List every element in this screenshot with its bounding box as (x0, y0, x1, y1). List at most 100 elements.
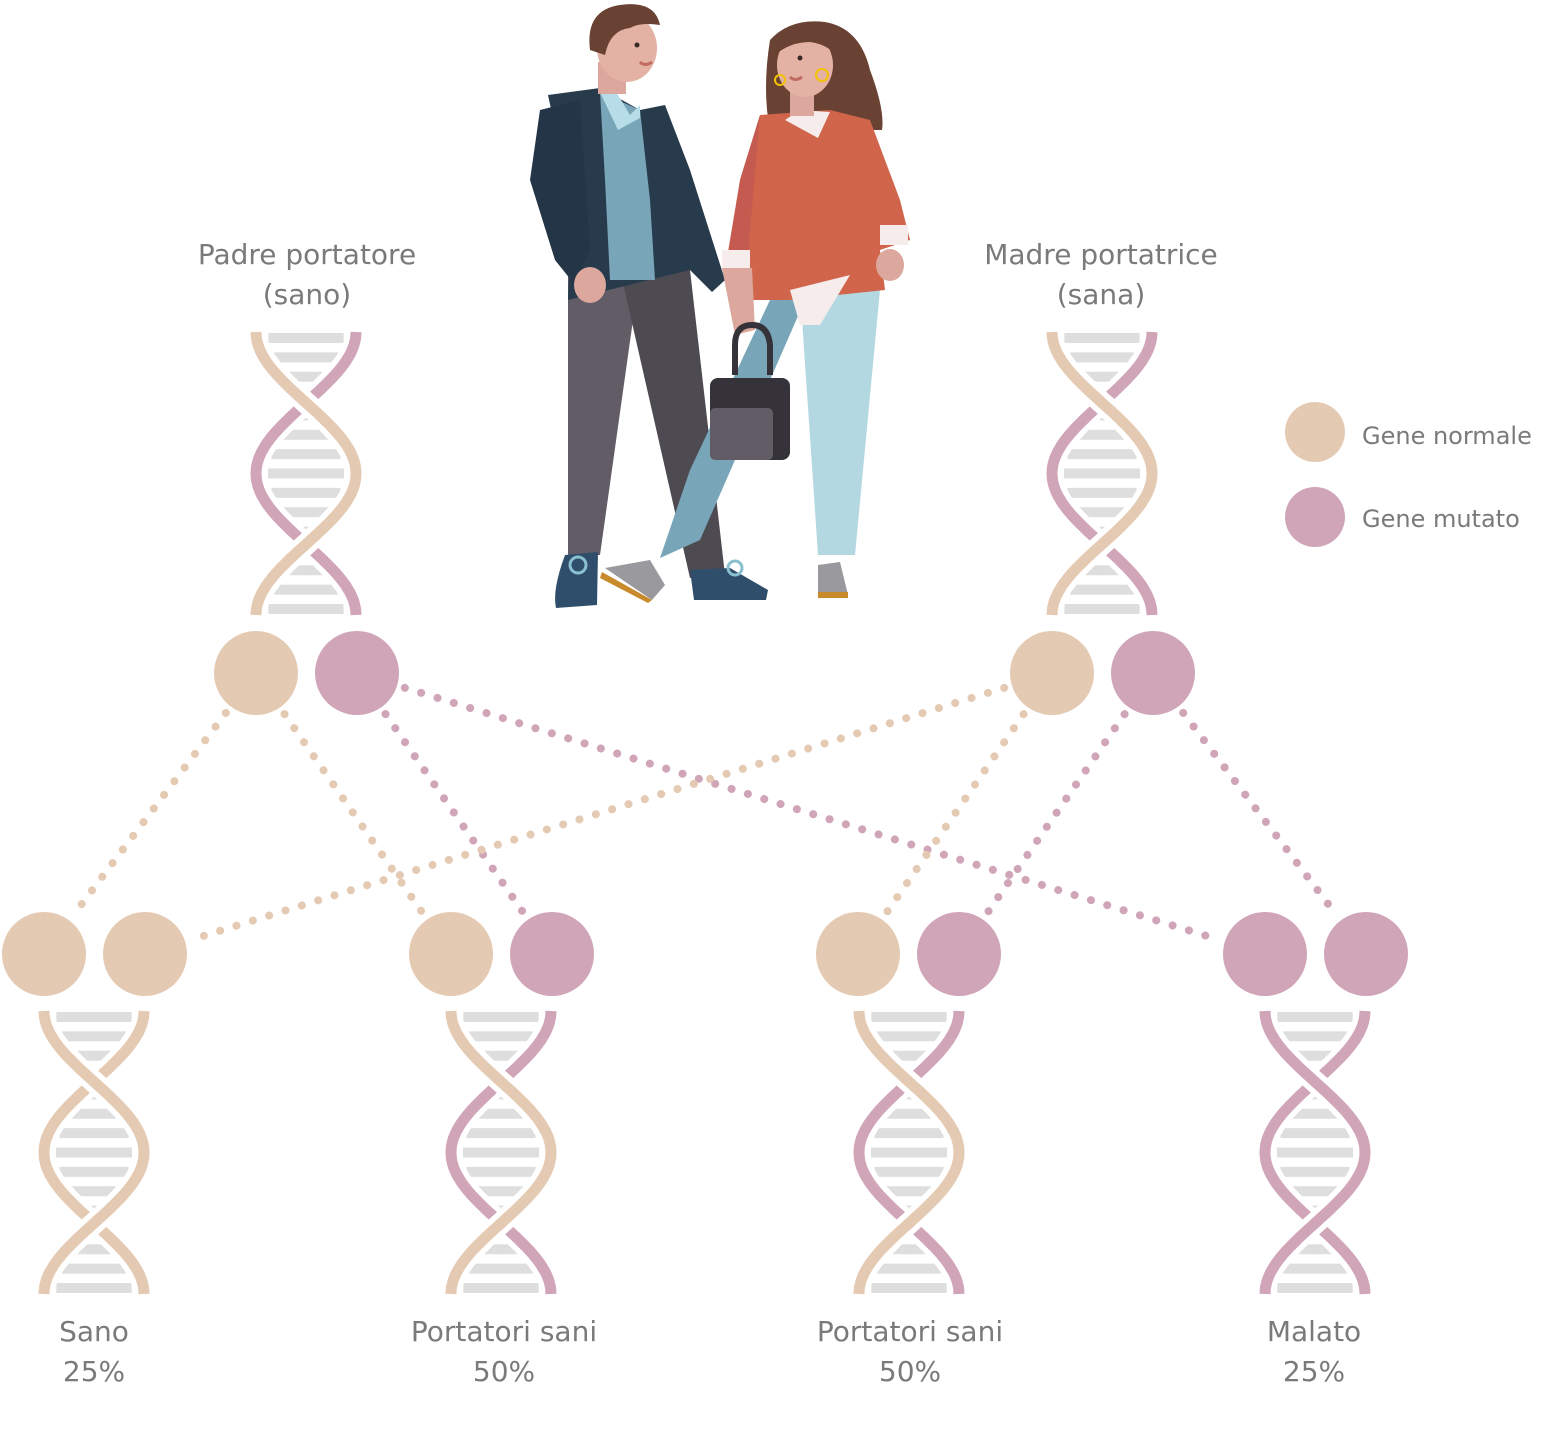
dna-rung (1069, 352, 1135, 363)
offspring-allele-mutated (510, 912, 594, 996)
dna-rung (463, 1283, 539, 1293)
dna-rung (1290, 1186, 1340, 1197)
dna-rung (1064, 333, 1140, 343)
dna-strand-b (1259, 1010, 1371, 1295)
dna-rung (1277, 1147, 1353, 1158)
father-title: Padre portatore (197, 238, 417, 271)
inheritance-link (881, 710, 1028, 919)
dna-rung (876, 1031, 942, 1042)
dna-rung (273, 352, 339, 363)
mother-allele-normal (1010, 631, 1094, 715)
father-allele-normal (214, 631, 298, 715)
inheritance-link (186, 683, 1009, 944)
dna-rung (874, 1128, 944, 1139)
dna-strand-a (1046, 331, 1158, 616)
dna-rung (1280, 1166, 1350, 1177)
offspring-dna-icon (847, 1010, 971, 1295)
dna-rung (480, 1244, 522, 1255)
offspring-allele-normal (409, 912, 493, 996)
inheritance-links (68, 683, 1342, 944)
father-allele-mutated (315, 631, 399, 715)
legend-label-normal: Gene normale (1362, 422, 1532, 450)
dna-helices (32, 331, 1377, 1295)
dna-rung (480, 1050, 522, 1061)
dna-rung (888, 1050, 930, 1061)
dna-rung (1077, 507, 1127, 518)
dna-rung (466, 1166, 536, 1177)
father-subtitle: (sano) (262, 278, 352, 311)
offspring-name: Portatori sani (410, 1315, 598, 1348)
inheritance-link (1179, 708, 1342, 920)
dna-strand-b (250, 331, 362, 616)
offspring-dna-icon (439, 1010, 563, 1295)
mother-subtitle: (sana) (1056, 278, 1146, 311)
dna-rung (268, 333, 344, 343)
offspring-allele-mutated (917, 912, 1001, 996)
dna-rung (1064, 604, 1140, 614)
offspring-allele-normal (816, 912, 900, 996)
dna-strand-b (1046, 331, 1158, 616)
dna-strand-a (38, 1010, 150, 1295)
dna-rung (468, 1031, 534, 1042)
dna-strand-b (853, 1010, 965, 1295)
offspring-dna-icon (32, 1010, 156, 1295)
offspring-label-healthy: Sano 25% (0, 1312, 244, 1392)
mother-title: Madre portatrice (984, 238, 1218, 271)
offspring-percent: 25% (62, 1355, 126, 1388)
offspring-dna-icon (1253, 1010, 1377, 1295)
dna-rung (463, 1012, 539, 1022)
dna-rung (1282, 1031, 1348, 1042)
dna-rung (1069, 584, 1135, 595)
dna-rung (268, 468, 344, 479)
dna-rung (281, 429, 331, 440)
dna-rung (1282, 1263, 1348, 1274)
dna-rung (1277, 1283, 1353, 1293)
legend-label-mutated: Gene mutato (1362, 505, 1520, 533)
dna-rung (1294, 1244, 1336, 1255)
mother-dna-icon (1040, 331, 1164, 616)
inheritance-link (68, 708, 230, 920)
offspring-percent: 25% (1282, 1355, 1346, 1388)
dna-rung (871, 1012, 947, 1022)
handbag (710, 321, 790, 460)
dna-rung (468, 1263, 534, 1274)
dna-rung (281, 507, 331, 518)
dna-rung (273, 584, 339, 595)
dna-strand-a (1259, 1010, 1371, 1295)
dna-rung (59, 1128, 129, 1139)
offspring-allele-mutated (1223, 912, 1307, 996)
couple-illustration (530, 4, 910, 608)
dna-rung (476, 1108, 526, 1119)
mother-allele-mutated (1111, 631, 1195, 715)
dna-rung (69, 1108, 119, 1119)
inheritance-link (280, 710, 428, 919)
dna-rung (59, 1166, 129, 1177)
inheritance-link (381, 710, 529, 919)
dna-rung (884, 1108, 934, 1119)
offspring-allele-normal (2, 912, 86, 996)
dna-rung (871, 1147, 947, 1158)
dna-rung (73, 1050, 115, 1061)
offspring-name: Malato (1266, 1315, 1362, 1348)
allele-circles (2, 402, 1408, 996)
dna-rung (1277, 1012, 1353, 1022)
dna-rung (285, 371, 327, 382)
dna-rung (463, 1147, 539, 1158)
dna-rung (1081, 565, 1123, 576)
dna-strand-a (853, 1010, 965, 1295)
dna-rung (466, 1128, 536, 1139)
dna-rung (1064, 468, 1140, 479)
dna-rung (56, 1283, 132, 1293)
dna-rung (285, 565, 327, 576)
offspring-percent: 50% (472, 1355, 536, 1388)
dna-strand-b (38, 1010, 150, 1295)
offspring-allele-normal (103, 912, 187, 996)
dna-rung (1081, 371, 1123, 382)
dna-strand-a (445, 1010, 557, 1295)
mother-label: Madre portatrice (sana) (951, 235, 1251, 315)
offspring-allele-mutated (1324, 912, 1408, 996)
father-label: Padre portatore (sano) (157, 235, 457, 315)
dna-rung (268, 604, 344, 614)
offspring-name: Sano (59, 1315, 129, 1348)
dna-rung (69, 1186, 119, 1197)
